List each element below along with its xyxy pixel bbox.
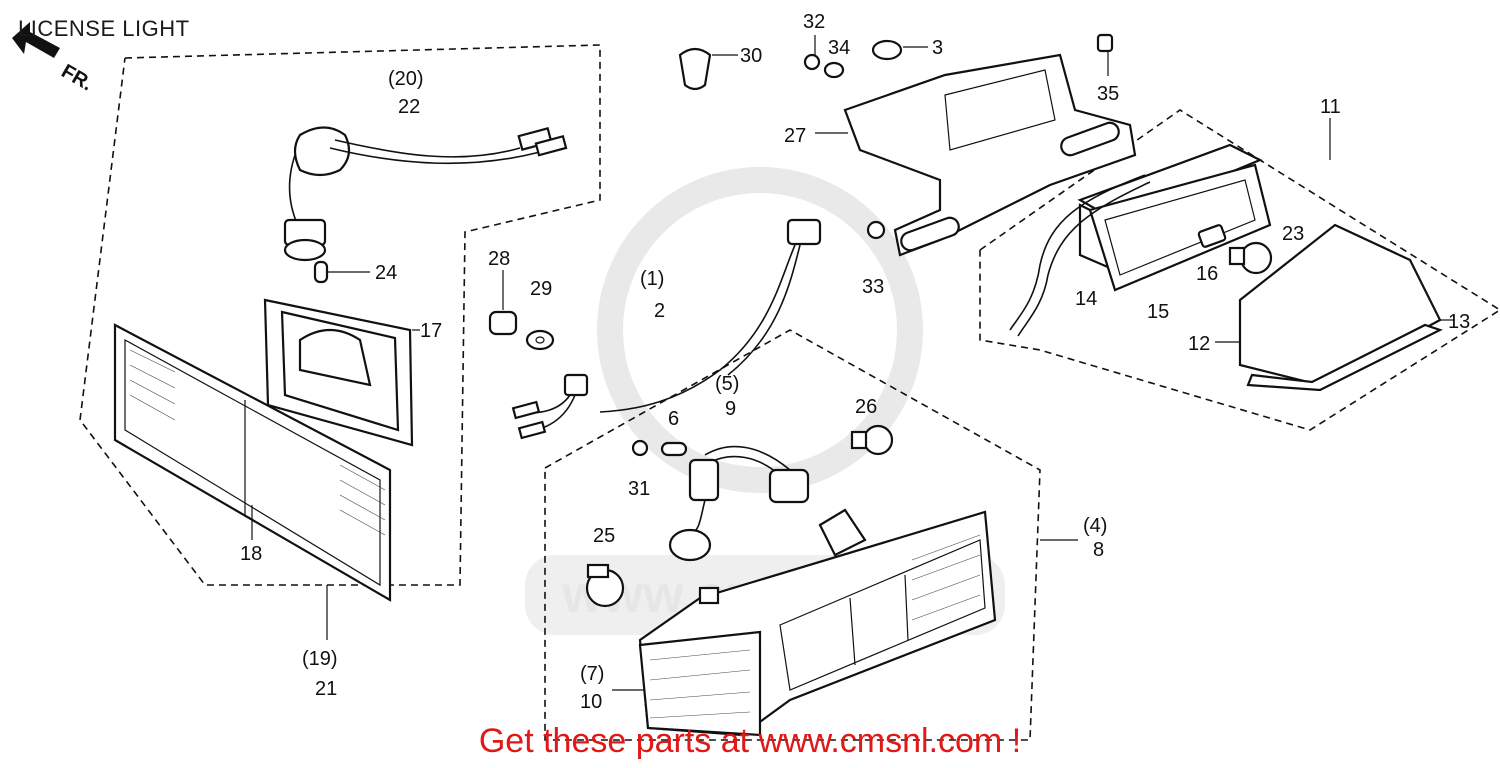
callout-10: 10 [580,691,602,713]
callout-8: 8 [1093,539,1104,561]
callout-5: (5) [715,373,739,395]
callout-31: 31 [628,478,650,500]
washer-34 [823,61,845,79]
callout-7: (7) [580,663,604,685]
tail-wire [1009,174,1151,337]
washer-29 [525,329,555,351]
callout-32: 32 [803,11,825,33]
screw-35 [1096,33,1114,76]
callout-33: 33 [862,276,884,298]
license-lens-18 [113,323,392,602]
promo-link[interactable]: Get these parts at www.cmsnl.com ! [478,722,1022,760]
lens-frame-15 [1088,163,1272,292]
callout-17: 17 [420,320,442,342]
callout-26: 26 [855,396,877,418]
callout-14: 14 [1075,288,1097,310]
callout-16: 16 [1196,263,1218,285]
callout-35: 35 [1097,83,1119,105]
screw-32 [803,35,821,71]
callout-9: 9 [725,398,736,420]
grommet-3 [871,39,928,61]
callout-20: (20) [388,68,424,90]
callout-28: 28 [488,248,510,270]
callout-1: (1) [640,268,664,290]
callout-22: 22 [398,96,420,118]
callout-11: 11 [1320,96,1341,118]
callout-6: 6 [668,408,679,430]
callout-4: (4) [1083,515,1107,537]
lens-housing-17 [263,298,420,447]
svg-text:FR.: FR. [58,60,97,95]
callout-30: 30 [740,45,762,67]
bulb-23 [1228,241,1273,275]
socket-harness-9 [668,445,810,562]
group-boundary-tail-unit [979,109,1500,431]
callout-2: 2 [654,300,665,322]
wire-harness-22 [283,126,568,262]
callout-3: 3 [932,37,943,59]
callout-24: 24 [375,262,397,284]
callout-19: (19) [302,648,338,670]
bulb-24 [313,260,370,284]
callout-21: 21 [315,678,337,700]
bulb-25 [585,563,625,608]
clip-30 [678,47,738,91]
tail-lens-13 [1238,223,1455,392]
callout-13: 13 [1448,311,1470,333]
page-title: LICENSE LIGHT [18,16,190,41]
bulb-6 [660,441,688,457]
combination-lamp-8 [638,508,1078,737]
callout-12: 12 [1188,333,1210,355]
callout-29: 29 [530,278,552,300]
grommet-28 [488,270,518,336]
bracket-27 [815,53,1137,257]
bulb-26 [850,424,894,456]
socket-16 [1197,224,1227,248]
nut-33 [866,220,886,240]
group-boundary-rear-combination [544,329,1041,741]
callout-34: 34 [828,37,850,59]
bulb-31 [631,439,649,457]
callout-15: 15 [1147,301,1169,323]
group-boundary-license-lens [79,44,601,586]
callout-18: 18 [240,543,262,565]
wire-harness-2 [511,218,822,440]
callout-27: 27 [784,125,806,147]
callout-23: 23 [1282,223,1304,245]
callout-25: 25 [593,525,615,547]
